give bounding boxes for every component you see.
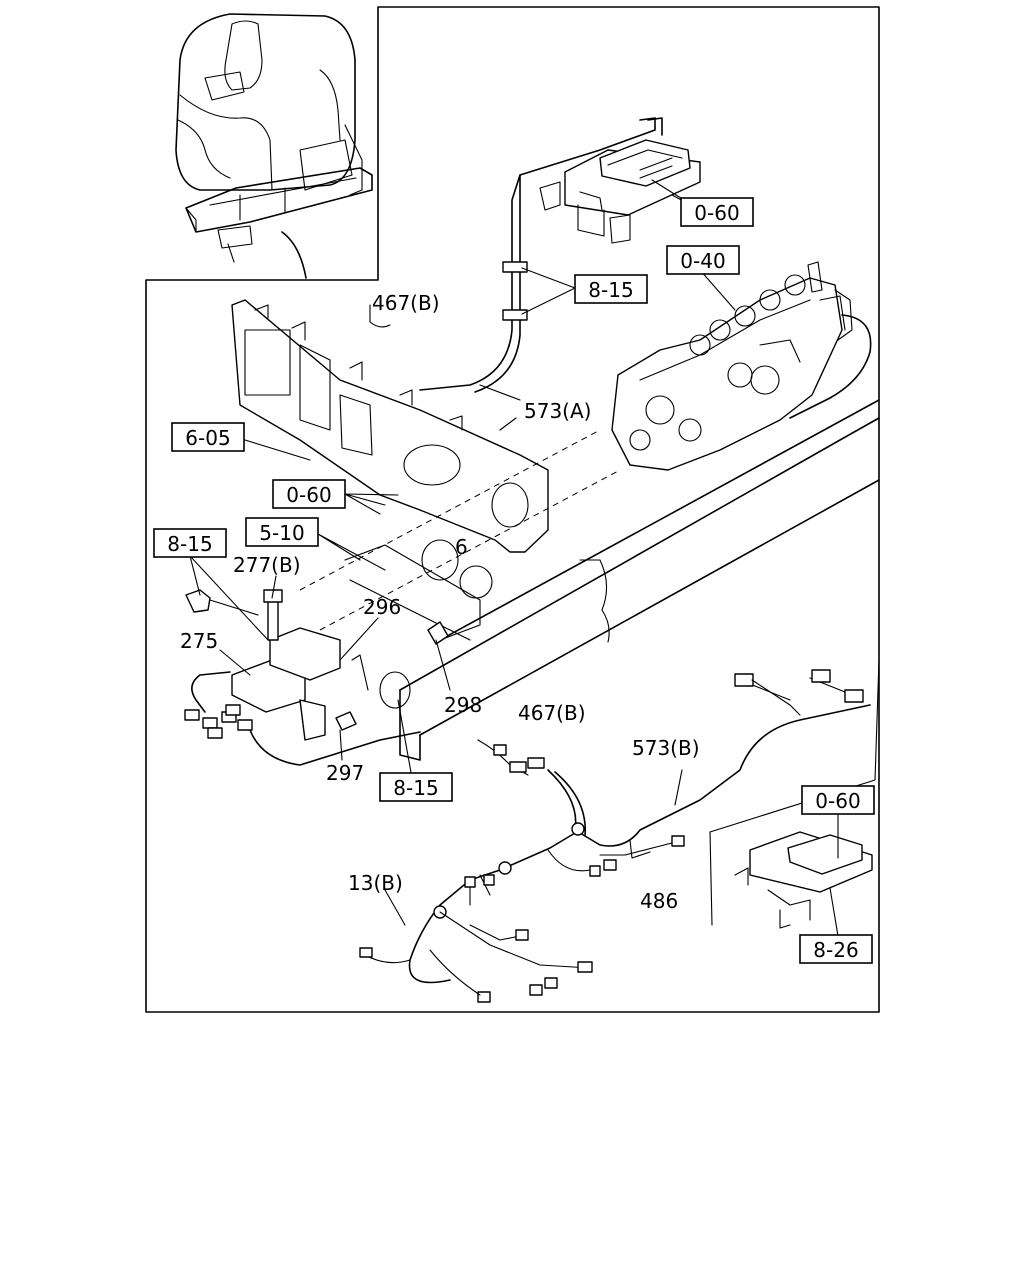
ecu-inset-bottom: [709, 659, 880, 929]
cab-inset-illustration: [175, 13, 373, 279]
svg-text:0-60: 0-60: [815, 789, 860, 813]
svg-text:0-40: 0-40: [680, 249, 725, 273]
part-label-13b: 13(B): [348, 871, 403, 895]
frame-main: [145, 6, 880, 1013]
ref-box-8-15-left: 8-15: [153, 528, 227, 558]
ref-box-8-26: 8-26: [799, 934, 873, 964]
part-label-467b-bottom: 467(B): [518, 701, 586, 725]
part-label-573b: 573(B): [632, 736, 700, 760]
frame-rail: [299, 399, 880, 761]
part-label-6: 6: [455, 535, 468, 559]
svg-text:8-15: 8-15: [167, 532, 212, 556]
svg-text:8-15: 8-15: [393, 776, 438, 800]
part-label-298: 298: [444, 693, 482, 717]
part-label-573a: 573(A): [524, 399, 591, 423]
ref-box-0-40: 0-40: [666, 245, 740, 275]
ref-box-0-60-right: 0-60: [801, 785, 875, 815]
injection-pump: [611, 261, 872, 471]
ref-box-0-60-top: 0-60: [680, 197, 754, 227]
cross-member: [231, 299, 549, 553]
sensor-bracket: [184, 544, 481, 766]
part-label-297: 297: [326, 761, 364, 785]
ecu-unit-top: [539, 139, 701, 244]
ref-box-5-10: 5-10: [245, 517, 319, 547]
svg-text:0-60: 0-60: [286, 483, 331, 507]
part-label-296: 296: [363, 595, 401, 619]
leader-lines: [189, 179, 839, 937]
ref-box-6-05: 6-05: [171, 422, 245, 452]
svg-text:8-15: 8-15: [588, 278, 633, 302]
ref-box-8-15-clip: 8-15: [574, 274, 648, 304]
svg-text:5-10: 5-10: [259, 521, 304, 545]
svg-text:8-26: 8-26: [813, 938, 858, 962]
part-label-275: 275: [180, 629, 218, 653]
svg-text:6-05: 6-05: [185, 426, 230, 450]
ref-box-8-15-bottom: 8-15: [379, 772, 453, 802]
part-label-467b-top: 467(B): [372, 291, 440, 315]
part-label-277b: 277(B): [233, 553, 301, 577]
part-label-486: 486: [640, 889, 678, 913]
wire-573a: [419, 117, 663, 431]
ref-box-0-60-mid: 0-60: [272, 479, 346, 509]
svg-text:0-60: 0-60: [694, 201, 739, 225]
